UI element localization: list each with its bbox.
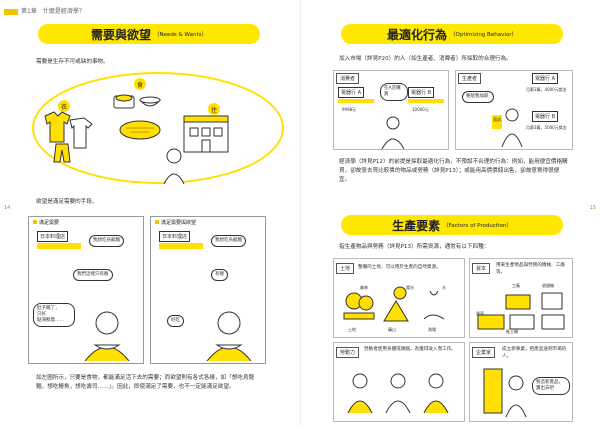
- land-water: 水: [442, 285, 446, 290]
- consumer-shop-b-sign: 電器行 B: [408, 87, 435, 98]
- producer-bubble: 要給我加薪: [462, 91, 494, 103]
- optimizing-subtitle: （Optimizing Behavior）: [450, 32, 517, 38]
- needs-wants-title: 需要與欲望: [90, 27, 151, 42]
- labor-box: 勞動力 勞動者使用身體或頭腦，為獲得收入而工作。: [333, 342, 465, 422]
- capital-truck: 貨車: [476, 311, 484, 316]
- producer-shop-b-sign: 電器行 B: [532, 111, 559, 122]
- capital-bulldozer: 推土機: [506, 329, 518, 334]
- needs-wants-subtitle: （Needs & Wants）: [154, 32, 207, 38]
- chapter-tab: 第1章 什麼是經濟學？: [4, 6, 85, 15]
- panel-b-header: 滿足需要與欲望: [155, 219, 196, 226]
- labor-desc: 勞動者使用身體或頭腦，為獲得收入而工作。: [364, 347, 456, 352]
- entrepreneur-label: 企業家: [472, 347, 496, 358]
- consumer-shop-a-sign: 電器行 A: [338, 87, 365, 98]
- panel-b-bubble-3: 好吃: [167, 315, 184, 327]
- housing-tag: 住: [208, 103, 220, 115]
- land-desc: 整備的土地、可以用於生產的自然資源。: [358, 265, 441, 270]
- land-ground: 土地: [348, 327, 356, 332]
- interview-tag-text: 面試: [493, 117, 501, 122]
- land-box: 土地 整備的土地、可以用於生產的自然資源。 森林 陽光 水 土地 礦山 漁場: [333, 258, 465, 338]
- panel-satisfy-needs-and-wants: 滿足需要與欲望 日本料理店 我想吃烏龍麵 有喔 好吃: [150, 216, 266, 364]
- happy-person-icon: [206, 311, 252, 361]
- panel-a-header: 滿足需要: [33, 219, 59, 226]
- factors-banner: 生產要素 （Factors of Production）: [341, 215, 563, 235]
- producer-label: 生產者: [458, 73, 482, 84]
- entrepreneur-desc: 成立新事業，把產品送到市場的人。: [502, 347, 567, 359]
- panel-a-shop-sign: 日本料理店: [37, 231, 69, 242]
- needs-wants-closing: 如左圖所示，只要是食物，都能滿足活下去的需要；而欲望則有各式各樣，如「想吃烏龍麵…: [36, 375, 255, 390]
- food-icon: [113, 94, 162, 140]
- panel-b-shop-sign: 日本料理店: [159, 231, 191, 242]
- panel-b-bubble-2: 有喔: [211, 269, 228, 281]
- producer-box: 生產者 要給我加薪 電器行 A 月薪3萬，4000元獎金 電器行 B 月薪3萬，…: [455, 70, 573, 150]
- clothing-icon: [44, 111, 93, 163]
- panel-a-bubble-1: 我想吃烏龍麵: [89, 235, 124, 247]
- capital-box: 資本 用來生產物品與勞務的機械、工廠等。 工廠 收銀機 貨車 推土機: [469, 258, 573, 338]
- consumer-label: 消費者: [336, 73, 360, 84]
- needs-wants-banner: 需要與欲望 （Needs & Wants）: [38, 24, 260, 44]
- land-sunlight: 陽光: [406, 285, 414, 290]
- producer-shop-a-sign: 電器行 A: [532, 73, 559, 84]
- entrepreneur-bubble: 製造新產品，賣出去吧: [532, 377, 570, 395]
- panel-satisfy-needs: 滿足需要 日本料理店 我想吃烏龍麵 我們這裡只有飯 肚子餓了， 只好 點海鮮蓋……: [28, 216, 144, 364]
- optimizing-title: 最適化行為: [387, 27, 448, 42]
- needs-oval: [32, 72, 284, 184]
- panel-a-bubble-2: 我們這裡只有飯: [73, 269, 113, 281]
- land-label: 土地: [336, 263, 355, 274]
- optimizing-banner: 最適化行為 （Optimizing Behavior）: [341, 24, 563, 44]
- labor-label: 勞動力: [336, 347, 360, 358]
- labor-workers-icon: [347, 373, 449, 414]
- producer-shop-b-offer: 月薪3萬，5000元獎金: [526, 125, 567, 130]
- consumer-shop-b-awning: [408, 99, 444, 103]
- consumer-bubble: 在A店購買: [380, 83, 408, 101]
- wants-definition: 欲望是滿足需要的手段。: [36, 199, 98, 205]
- clothing-tag: 衣: [58, 100, 70, 112]
- panel-b-awning: [159, 243, 203, 249]
- housing-icon: [183, 115, 229, 153]
- entrepreneur-box: 企業家 成立新事業，把產品送到市場的人。 製造新產品，賣出去吧: [469, 342, 573, 422]
- capital-label: 資本: [472, 263, 491, 274]
- consumer-shop-b-price: 10000元: [412, 107, 429, 112]
- consumer-person-icon: [381, 116, 405, 149]
- panel-a-bubble-3: 肚子餓了， 只好 點海鮮蓋……: [33, 303, 75, 327]
- factors-intro: 指生產物品與勞務（詳見P13）所需資源，通常有以下四種：: [339, 244, 490, 250]
- panel-b-bubble-1: 我想吃烏龍麵: [211, 235, 246, 247]
- land-fishery: 漁場: [428, 327, 436, 332]
- optimizing-intro: 加入市場（詳見P20）的人（如生產者、消費者）所採取的合理行為。: [339, 56, 512, 62]
- entrepreneur-icon: [483, 368, 527, 418]
- producer-person-icon: [501, 108, 523, 147]
- consumer-shop-a-awning: [338, 99, 374, 103]
- needs-definition: 需要是生存不可或缺的事物。: [36, 59, 109, 65]
- consumer-box: 消費者 電器行 A 9998元 電器行 B 10000元 在A店購買: [333, 70, 449, 150]
- right-page: 15 最適化行為 （Optimizing Behavior） 加入市場（詳見P2…: [300, 0, 600, 425]
- interview-tag: 面試: [492, 115, 502, 129]
- capital-factory: 工廠: [512, 283, 520, 288]
- land-forest: 森林: [360, 285, 368, 290]
- factors-title: 生產要素: [392, 218, 441, 233]
- panel-a-awning: [37, 243, 81, 249]
- capital-equipment-icon: [477, 292, 565, 330]
- capital-desc: 用來生產物品與勞務的機械、工廠等。: [496, 263, 565, 275]
- optimizing-explanation: 經濟學（詳見P12）的前提是採取最適化行為，不預設不合理的行為：例如，能用便宜價…: [339, 159, 568, 183]
- producer-shop-a-offer: 月薪3萬，4000元獎金: [526, 87, 567, 92]
- capital-register: 收銀機: [542, 283, 554, 288]
- eating-person-icon: [84, 311, 130, 361]
- consumer-shop-a-price: 9998元: [342, 107, 357, 112]
- left-page: 第1章 什麼是經濟學？ 14 需要與欲望 （Needs & Wants） 需要是…: [4, 6, 284, 390]
- land-mine: 礦山: [388, 327, 396, 332]
- land-resources-icon: [343, 286, 445, 322]
- food-tag: 食: [134, 78, 146, 90]
- page-number-right: 15: [589, 205, 596, 211]
- page-number-left: 14: [4, 205, 11, 211]
- person-icon: [163, 148, 185, 185]
- factors-subtitle: （Factors of Production）: [443, 223, 512, 229]
